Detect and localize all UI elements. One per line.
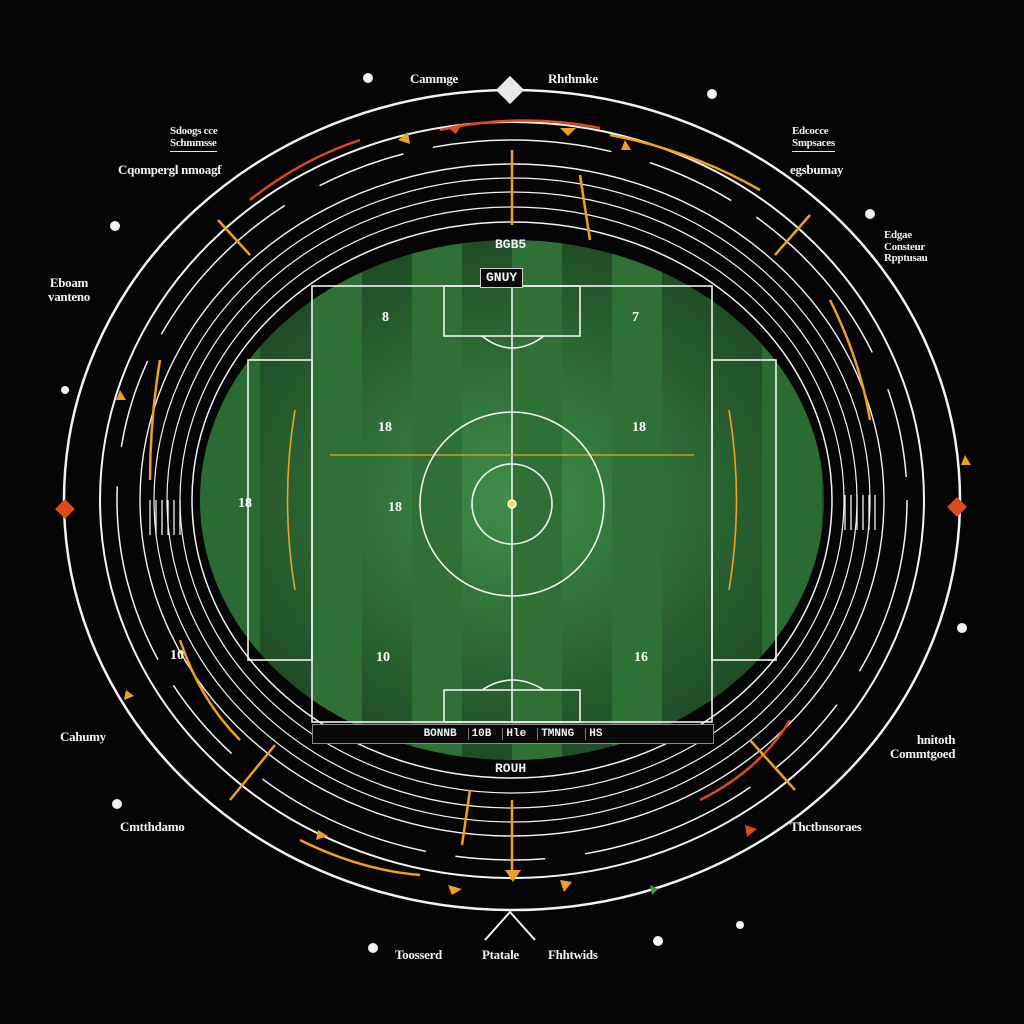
label-right-low: hnitoth Commtgoed: [890, 732, 956, 761]
label-upper-left-b: Cqompergl nmoagf: [118, 162, 222, 177]
pitch-number: 10: [170, 648, 184, 663]
radial-spokes: [217, 150, 811, 880]
label-left-low: Cahumy: [60, 729, 106, 744]
label-top-left-1: Cammge: [410, 71, 459, 86]
label-upper-left-a: Sdoogs cce Schmmsse: [170, 125, 218, 153]
label-bottom-3: Fhhtwids: [548, 947, 598, 962]
strip-item: 10B: [467, 728, 495, 740]
top-score-board: BGB5: [495, 237, 527, 252]
pitch-number: 16: [634, 650, 648, 665]
pitch-number: 18: [378, 420, 392, 435]
pitch-number: 10: [376, 650, 390, 665]
pitch-number: 18: [632, 420, 646, 435]
label-upper-right-b: egsbumay: [790, 162, 844, 177]
bottom-board: ROUH: [495, 761, 527, 776]
label-top-right-1: Rhthmke: [548, 71, 598, 86]
strip-item: TMNNG: [537, 728, 577, 740]
pitch-number: 7: [632, 310, 639, 325]
strip-item: BONNB: [423, 728, 457, 740]
strip-item: HS: [585, 728, 605, 740]
label-left-mid: Eboam vanteno: [48, 275, 90, 304]
bowl-ticks: [149, 495, 876, 535]
bottom-info-strip: BONNB 10B Hle TMNNG HS: [312, 724, 714, 744]
label-right-mid: Edgae Consteur Rpptusau: [884, 229, 928, 265]
pitch: [200, 240, 824, 760]
pitch-number: 18: [388, 500, 402, 515]
pitch-number: 8: [382, 310, 389, 325]
top-board: GNUY: [480, 268, 524, 288]
pitch-number: 18: [238, 496, 252, 511]
arc-accents: [148, 119, 872, 877]
label-bottom-left: Cmtthdamo: [120, 819, 185, 834]
label-bottom-1: Toosserd: [395, 947, 442, 962]
label-upper-right-a: Edcocce Smpsaces: [792, 125, 835, 153]
marker-dots: [61, 73, 967, 953]
label-bottom-right: Thctbnsoraes: [790, 819, 862, 834]
strip-item: Hle: [502, 728, 529, 740]
label-bottom-2: Ptatale: [482, 947, 519, 962]
